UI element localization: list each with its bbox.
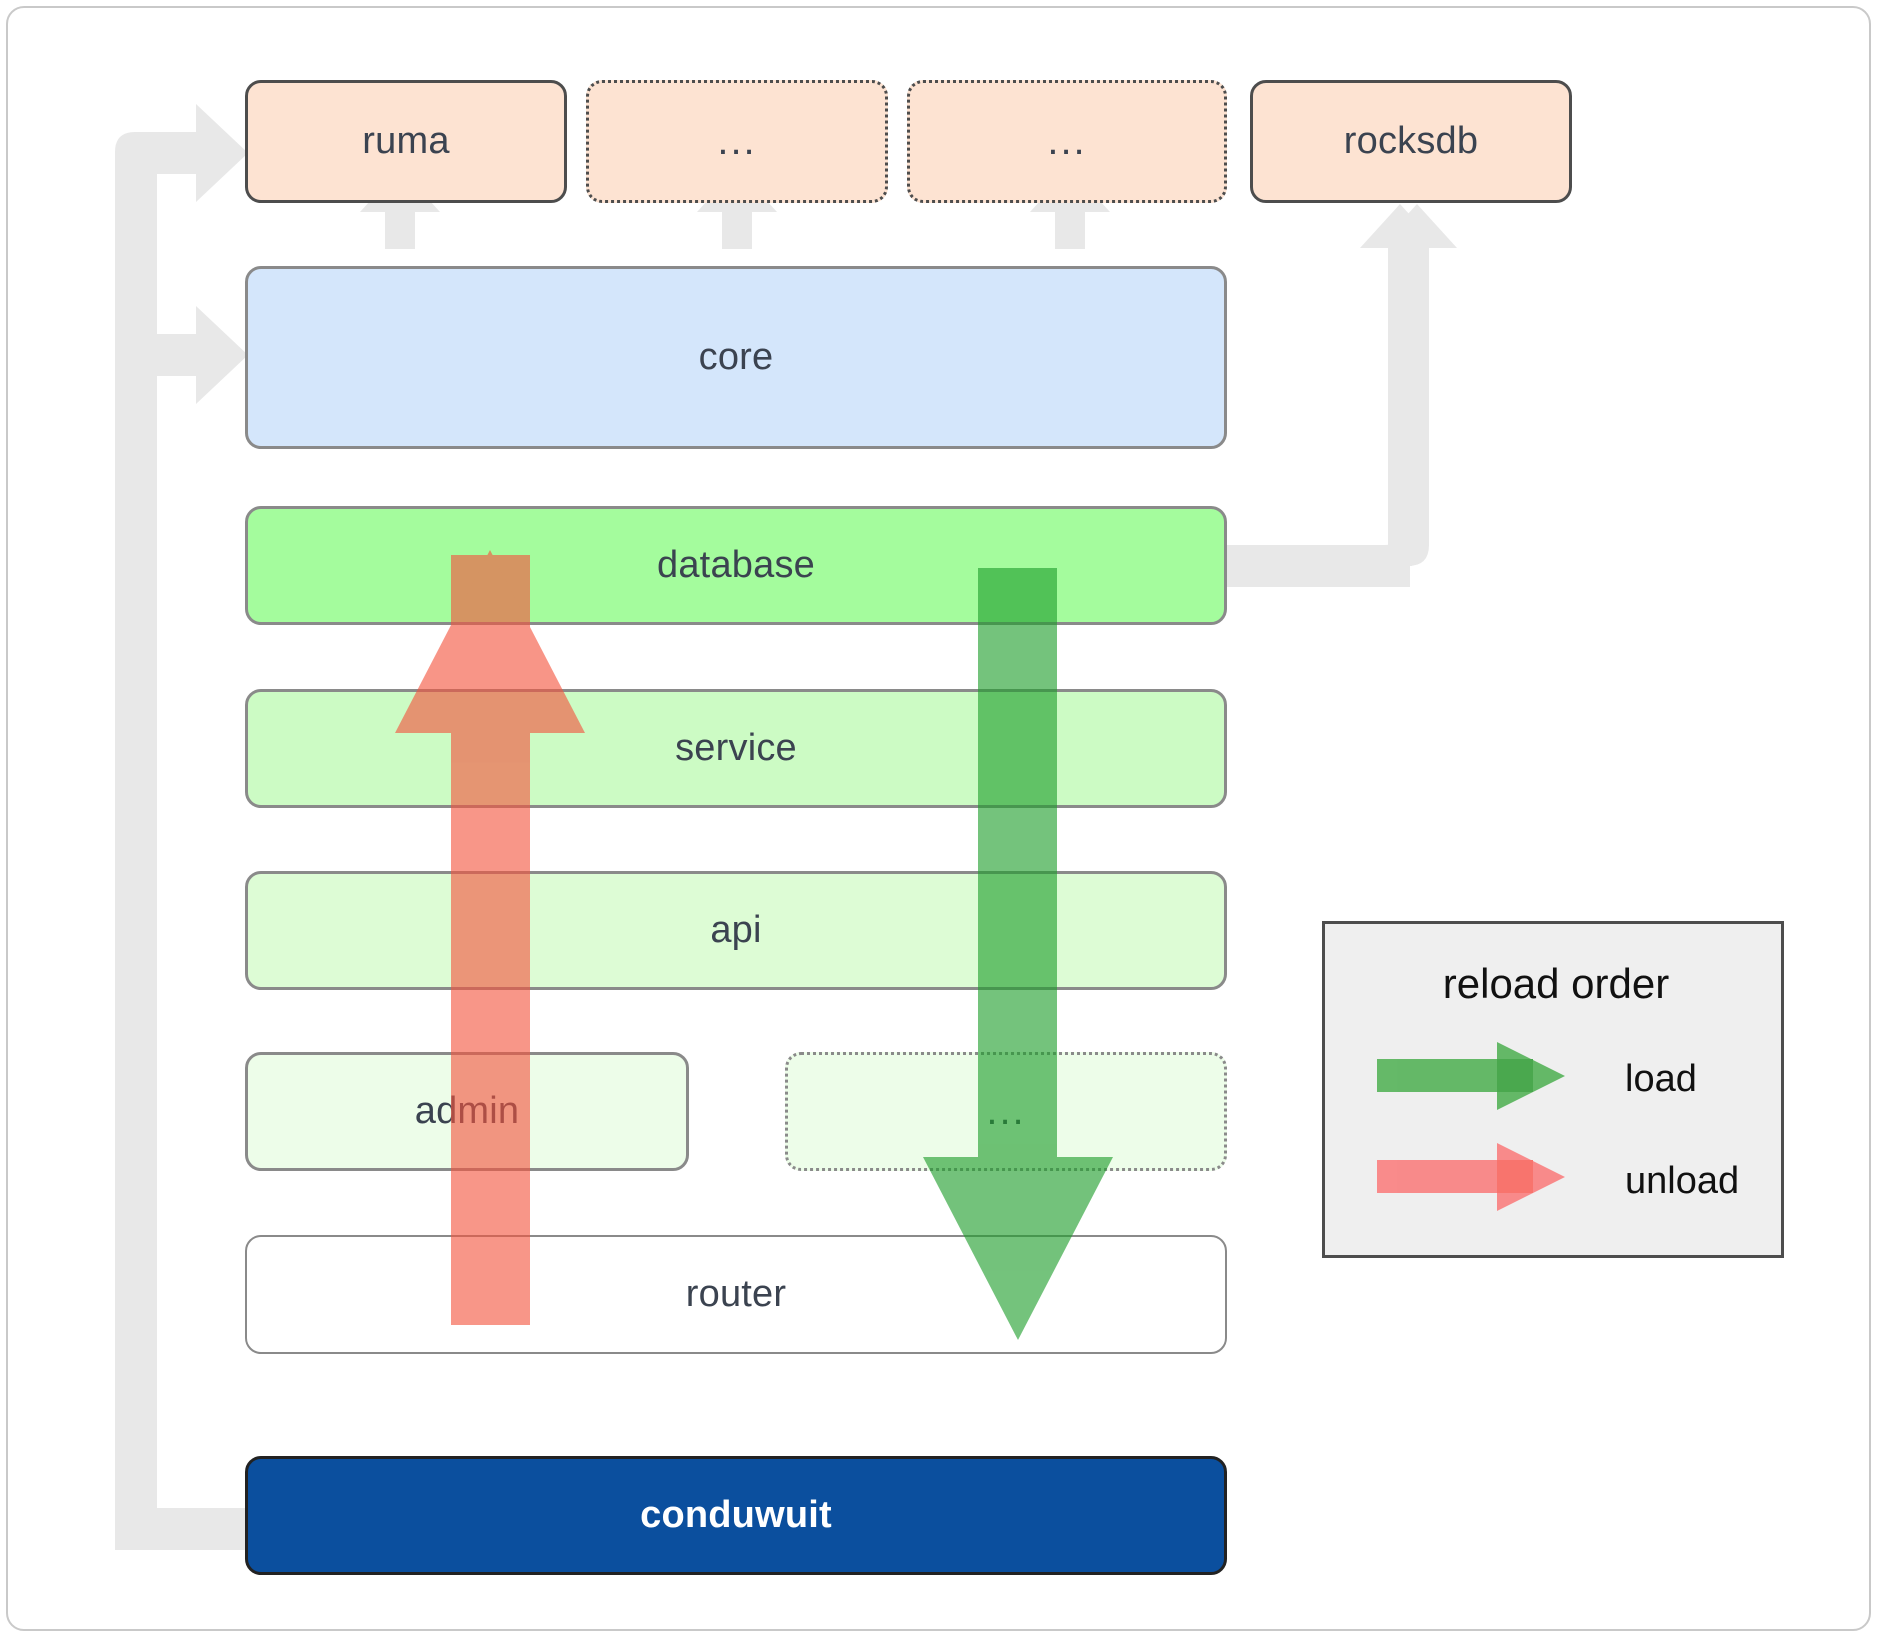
dep-node-ruma[interactable]: ruma (245, 80, 567, 203)
layer-label-conduwuit: conduwuit (640, 1494, 832, 1536)
legend-arrow-icons (1377, 1042, 1565, 1211)
dep-node-rocksdb[interactable]: rocksdb (1250, 80, 1572, 203)
layer-node-database[interactable]: database (245, 506, 1227, 625)
diagram-frame (6, 6, 1871, 1631)
legend-title: reload order (1442, 960, 1670, 1007)
layer-node-admin-etc[interactable]: ... (785, 1052, 1227, 1171)
layer-label-service: service (675, 727, 797, 769)
legend-load-arrow-icon (1377, 1042, 1565, 1110)
layer-node-router[interactable]: router (245, 1235, 1227, 1354)
dep-label-2: ... (717, 119, 757, 163)
dep-node-2[interactable]: ... (586, 80, 888, 203)
dep-node-3[interactable]: ... (907, 80, 1227, 203)
legend-unload-arrow-icon (1377, 1143, 1565, 1211)
legend-label-unload: unload (1625, 1160, 1740, 1202)
layer-label-core: core (698, 336, 774, 378)
legend-panel: reload order load unload (1322, 921, 1784, 1258)
legend-label-load: load (1625, 1058, 1697, 1100)
layer-label-admin: admin (414, 1090, 520, 1132)
layer-node-conduwuit[interactable]: conduwuit (245, 1456, 1227, 1575)
layer-label-router: router (685, 1273, 787, 1315)
dep-label-3: ... (1047, 119, 1087, 163)
layer-node-admin[interactable]: admin (245, 1052, 689, 1171)
layer-node-api[interactable]: api (245, 871, 1227, 990)
layer-node-service[interactable]: service (245, 689, 1227, 808)
layer-label-database: database (657, 544, 815, 586)
dep-label-ruma: ruma (362, 120, 450, 162)
layer-node-core[interactable]: core (245, 266, 1227, 449)
layer-label-admin-etc: ... (986, 1089, 1026, 1133)
layer-label-api: api (710, 909, 762, 951)
dep-label-rocksdb: rocksdb (1343, 120, 1479, 162)
